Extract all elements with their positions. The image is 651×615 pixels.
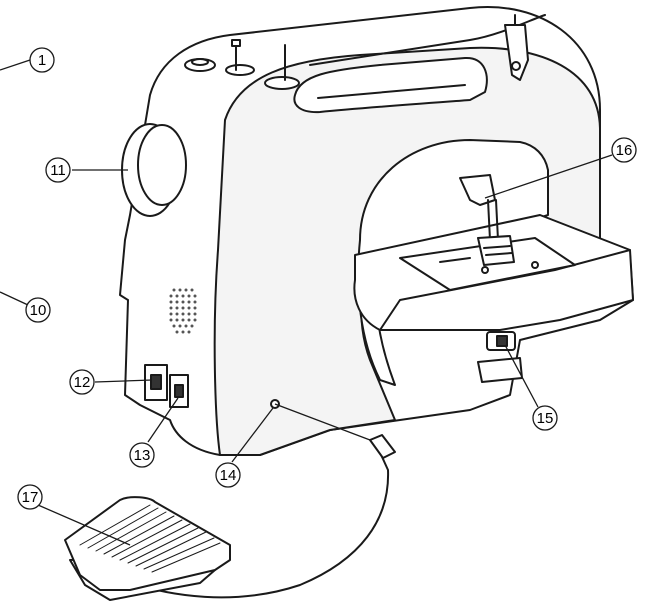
foot-controller: [64, 496, 231, 601]
leader-10: [0, 291, 29, 306]
callout-15: 15: [532, 405, 558, 431]
vent-grille: [169, 288, 197, 334]
leader-16: [484, 154, 613, 199]
callout-16: 16: [611, 137, 637, 163]
callout-1: 1: [29, 47, 55, 73]
drop-feed-lever: [477, 331, 523, 383]
leader-12: [94, 379, 153, 383]
cord-plug: [369, 434, 396, 459]
spool-pins: [184, 39, 300, 90]
svg-text:11: 11: [50, 162, 66, 179]
leader-14: [231, 407, 274, 463]
power-socket: [169, 374, 189, 408]
power-switch: [144, 364, 168, 401]
svg-text:17: 17: [22, 489, 39, 506]
callout-14: 14: [215, 462, 241, 488]
callout-labels: 1 11 10 12 13 14 15 16: [17, 47, 637, 510]
leader-17: [37, 504, 131, 546]
svg-text:13: 13: [134, 447, 151, 464]
thread-guide: [504, 14, 529, 81]
svg-text:10: 10: [30, 302, 47, 319]
carry-handle: [293, 56, 488, 114]
leader-14b: [274, 403, 371, 441]
power-cord: [109, 447, 390, 599]
svg-text:1: 1: [38, 52, 46, 69]
callout-12: 12: [69, 369, 95, 395]
svg-text:16: 16: [616, 142, 633, 159]
handwheel: [121, 123, 187, 217]
callout-13: 13: [129, 442, 155, 468]
leader-1: [0, 59, 31, 71]
leader-13: [147, 397, 179, 443]
callout-11: 11: [45, 157, 71, 183]
svg-text:12: 12: [74, 374, 91, 391]
leader-15: [504, 344, 539, 408]
callout-10: 10: [25, 297, 51, 323]
svg-text:15: 15: [537, 410, 554, 427]
svg-text:14: 14: [220, 467, 237, 484]
callout-17: 17: [17, 484, 43, 510]
